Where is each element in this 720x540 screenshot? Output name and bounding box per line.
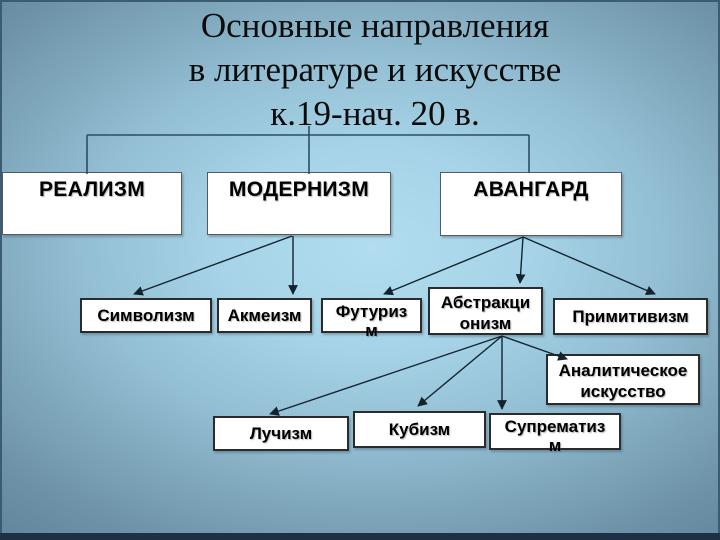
node-simvolizm: Символизм: [80, 298, 212, 333]
node-analiticheskoe-line-1: Аналитическое: [558, 361, 688, 380]
node-suprematizm-line-1: Супрематиз: [504, 417, 606, 436]
node-analiticheskoe-line-2: искусство: [580, 382, 666, 401]
node-abstrakcionizm: Абстракци онизм: [428, 287, 543, 335]
title-line-3: к.19-нач. 20 в.: [270, 94, 480, 133]
node-akmeizm: Акмеизм: [217, 298, 312, 333]
node-realizm: РЕАЛИЗМ: [2, 172, 182, 235]
node-avangard-label: АВАНГАРД: [473, 178, 589, 201]
node-akmeizm-label: Акмеизм: [227, 305, 302, 325]
node-analiticheskoe-iskusstvo: Аналитическое искусство: [546, 354, 700, 405]
node-futurizm-line-1: Футуриз: [335, 302, 408, 321]
node-primitivizm: Примитивизм: [553, 298, 708, 335]
node-abstrakcionizm-line-2: онизм: [459, 314, 512, 333]
frame-top: [0, 0, 720, 2]
node-modernizm-label: МОДЕРНИЗМ: [228, 178, 370, 201]
frame-right: [718, 0, 720, 540]
slide-title: Основные направления в литературе и иску…: [30, 4, 720, 136]
node-futurizm: Футуриз м: [321, 298, 422, 340]
node-luchizm-label: Лучизм: [249, 423, 313, 443]
node-primitivizm-label: Примитивизм: [572, 306, 689, 326]
frame-bottom-bar: [0, 533, 720, 540]
abstrakcionizm-arrows: [269, 335, 568, 416]
node-kubizm: Кубизм: [353, 411, 486, 448]
node-luchizm: Лучизм: [213, 416, 349, 451]
node-suprematizm: Супрематиз м: [489, 413, 621, 455]
node-suprematizm-line-2: м: [548, 436, 562, 455]
node-kubizm-label: Кубизм: [388, 419, 451, 439]
node-modernizm: МОДЕРНИЗМ: [207, 172, 391, 235]
node-realizm-label: РЕАЛИЗМ: [38, 178, 145, 201]
title-line-2: в литературе и искусстве: [188, 50, 562, 89]
node-avangard: АВАНГАРД: [440, 172, 622, 236]
node-futurizm-line-2: м: [365, 321, 378, 340]
node-abstrakcionizm-line-1: Абстракци: [440, 293, 531, 312]
frame-left: [0, 0, 2, 540]
modernizm-arrows: [133, 235, 298, 296]
node-simvolizm-label: Символизм: [97, 305, 195, 325]
title-line-1: Основные направления: [200, 6, 550, 45]
avangard-arrows: [383, 236, 656, 296]
